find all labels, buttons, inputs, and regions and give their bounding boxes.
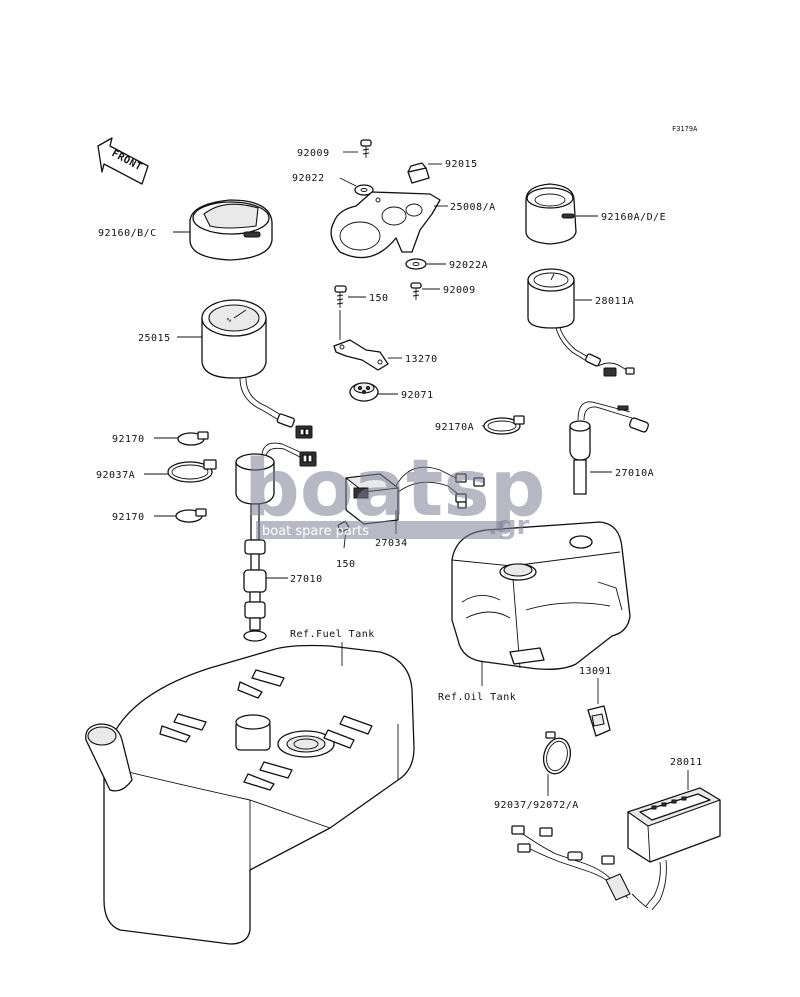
ref-fuel-tank: Ref.Fuel Tank (290, 629, 375, 640)
gauge-28011a (527, 268, 635, 377)
label-150-top: 150 (369, 293, 389, 304)
bracket-13270 (333, 339, 389, 371)
screw-150-top (334, 285, 347, 308)
label-92160: 92160/B/C (98, 228, 157, 239)
meter-28011 (627, 787, 721, 911)
label-13091: 13091 (579, 666, 612, 677)
label-27010a: 27010A (615, 468, 654, 479)
washer-92022 (354, 184, 374, 196)
bracket-25008 (330, 191, 441, 259)
wire-harness (511, 825, 649, 909)
label-92009-mid: 92009 (443, 285, 476, 296)
label-25015: 25015 (138, 333, 171, 344)
svg-text:∿: ∿ (226, 316, 232, 324)
label-92037a: 92037A (96, 470, 135, 481)
oil-tank (451, 521, 631, 670)
watermark-suffix: .gr (488, 511, 529, 541)
label-27010: 27010 (290, 574, 323, 585)
clamp-92170-top (177, 431, 209, 446)
relay-27034 (345, 466, 485, 525)
clamp-92170a (483, 415, 525, 435)
label-13270: 13270 (405, 354, 438, 365)
fuel-tank (85, 644, 415, 945)
label-92170: 92170 (112, 434, 145, 445)
screw-92009-mid (410, 282, 422, 300)
figure-code: F3179A (672, 125, 698, 133)
gauge-25015: ∿ (201, 299, 313, 439)
label-92009-top: 92009 (297, 148, 330, 159)
label-25008: 25008/A (450, 202, 496, 213)
ref-oil-tank: Ref.Oil Tank (438, 692, 516, 703)
sender-27010 (235, 442, 317, 642)
clip-13091 (587, 705, 611, 737)
label-28011: 28011 (670, 757, 703, 768)
label-27034: 27034 (375, 538, 408, 549)
watermark: boatsp boat spare parts .gr (244, 444, 546, 541)
label-92037: 92037/92072/A (494, 800, 579, 811)
band-92037 (542, 731, 572, 775)
front-arrow-icon: FRONT (97, 137, 149, 185)
sensor-27010a (569, 401, 649, 495)
label-92170a: 92170A (435, 422, 474, 433)
label-92071: 92071 (401, 390, 434, 401)
bezel-92160 (189, 199, 273, 261)
watermark-main: boatsp (244, 444, 546, 534)
grommet-92071 (349, 382, 379, 402)
label-28011a: 28011A (595, 296, 634, 307)
label-92022: 92022 (292, 173, 325, 184)
label-92170-b: 92170 (112, 512, 145, 523)
washer-92022a (405, 258, 427, 270)
label-150-bot: 150 (336, 559, 356, 570)
clamp-92170-bottom (175, 508, 207, 523)
clamp-92037a (167, 459, 217, 483)
bezel-92160a (525, 183, 577, 245)
watermark-tagline: boat spare parts (262, 524, 369, 539)
label-92022a: 92022A (449, 260, 488, 271)
screw-92009-top (360, 139, 372, 158)
label-92015: 92015 (445, 159, 478, 170)
clip-nut-92015 (407, 162, 430, 184)
label-92160a: 92160A/D/E (601, 212, 666, 223)
